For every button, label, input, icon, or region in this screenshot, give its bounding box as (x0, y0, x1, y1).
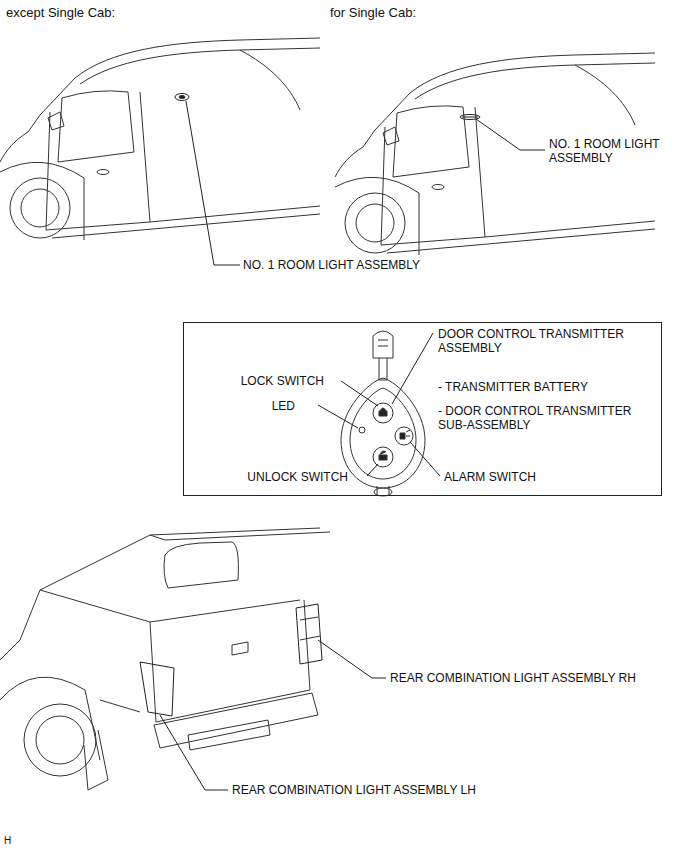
part-label: LED (272, 399, 295, 413)
part-label: DOOR CONTROL TRANSMITTER ASSEMBLY (438, 327, 653, 355)
part-label: UNLOCK SWITCH (247, 470, 348, 484)
part-label: except Single Cab: (6, 6, 115, 20)
part-label: ALARM SWITCH (444, 470, 536, 484)
part-label: - TRANSMITTER BATTERY (438, 380, 588, 394)
part-label: for Single Cab: (330, 6, 416, 20)
callout-box: DOOR CONTROL TRANSMITTER ASSEMBLY LOCK SW… (183, 322, 662, 496)
part-label: REAR COMBINATION LIGHT ASSEMBLY RH (390, 671, 636, 685)
part-label: NO. 1 ROOM LIGHT ASSEMBLY (549, 137, 669, 165)
part-label: NO. 1 ROOM LIGHT ASSEMBLY (243, 258, 420, 272)
part-label: LOCK SWITCH (241, 374, 324, 388)
part-label: REAR COMBINATION LIGHT ASSEMBLY LH (232, 783, 476, 797)
part-label: H (4, 834, 11, 848)
part-label: - DOOR CONTROL TRANSMITTER SUB-ASSEMBLY (438, 404, 653, 432)
